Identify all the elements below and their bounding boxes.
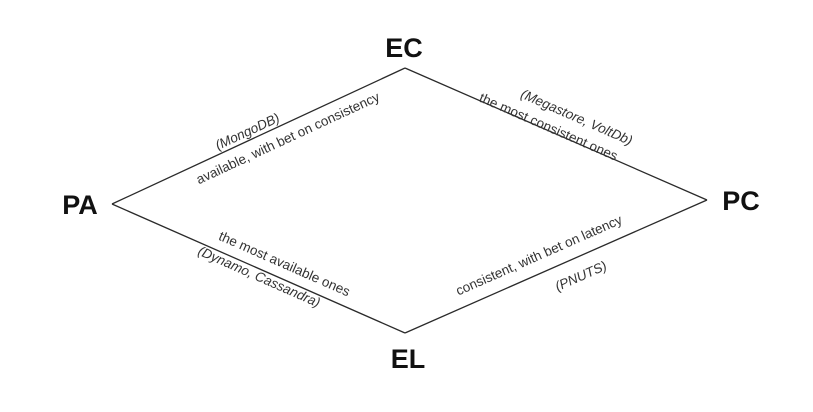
edge-line-pa-el — [111, 203, 406, 334]
vertex-pc-label: PC — [722, 186, 760, 216]
edge-line-pa-ec — [111, 67, 406, 205]
vertex-ec-label: EC — [385, 33, 423, 63]
edge-line-ec-pc — [404, 67, 708, 201]
edge-line-el-pc — [404, 199, 708, 334]
vertex-el-label: EL — [391, 344, 426, 374]
edge-el-pc-description: consistent, with bet on latency — [454, 212, 625, 299]
vertex-pa-label: PA — [62, 190, 98, 220]
